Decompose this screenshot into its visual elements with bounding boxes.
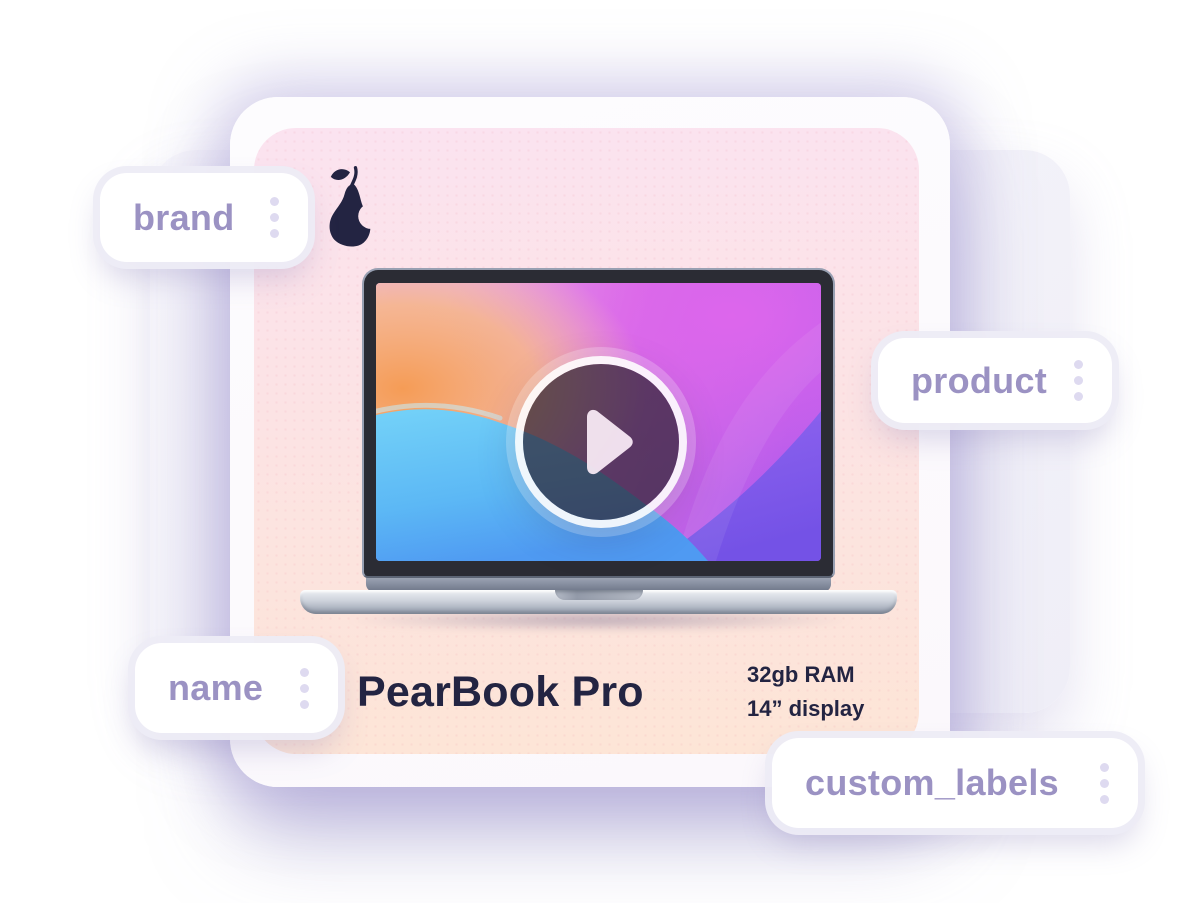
spec-display: 14” display (747, 696, 865, 721)
laptop-hinge (366, 574, 831, 592)
label-pill-product-text: product (911, 359, 1048, 401)
kebab-menu-icon[interactable] (298, 662, 311, 715)
play-button[interactable] (523, 364, 679, 520)
laptop-base (300, 590, 897, 614)
label-pill-custom-labels-text: custom_labels (805, 762, 1060, 803)
product-specs: 32gb RAM 14” display (747, 658, 864, 726)
kebab-menu-icon[interactable] (268, 191, 281, 244)
label-pill-custom-labels[interactable]: custom_labels (772, 738, 1138, 828)
label-pill-name-text: name (168, 667, 264, 708)
play-icon (587, 409, 633, 475)
spec-ram: 32gb RAM (747, 662, 855, 687)
label-pill-brand[interactable]: brand (100, 173, 308, 262)
label-pill-name[interactable]: name (135, 643, 338, 733)
product-name: PearBook Pro (357, 668, 644, 716)
kebab-menu-icon[interactable] (1098, 757, 1111, 810)
label-pill-product[interactable]: product (878, 338, 1112, 423)
label-pill-brand-text: brand (133, 196, 235, 238)
pear-logo-icon (320, 165, 380, 249)
laptop-base-notch (554, 590, 643, 600)
kebab-menu-icon[interactable] (1072, 354, 1085, 407)
